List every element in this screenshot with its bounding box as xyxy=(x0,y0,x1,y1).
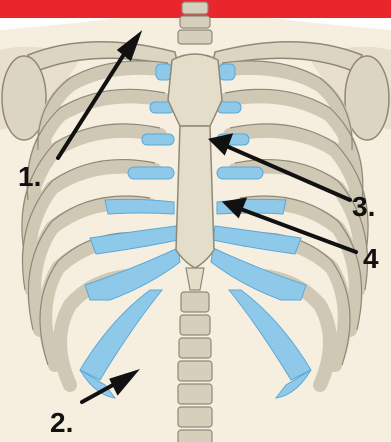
cervical-spine xyxy=(178,2,212,44)
label-1: 1. xyxy=(18,161,41,192)
lumbar-spine xyxy=(178,292,212,442)
label-2: 2. xyxy=(50,407,73,438)
manubrium xyxy=(168,54,222,126)
label-3: 3. xyxy=(352,191,375,222)
label-4: 4 xyxy=(363,243,379,274)
sternum-body xyxy=(176,126,214,268)
